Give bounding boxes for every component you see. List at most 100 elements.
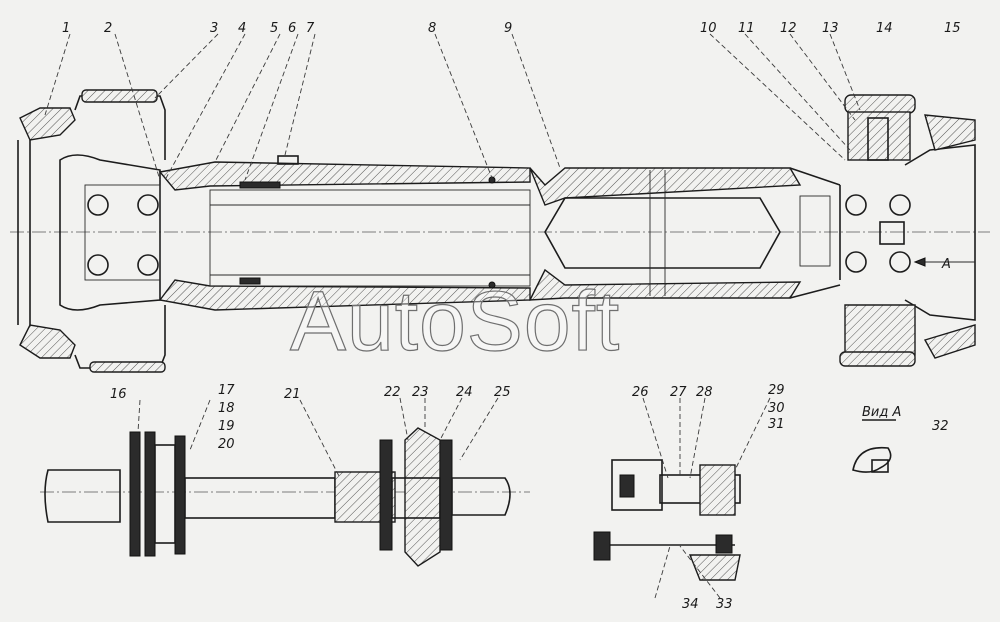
- callout-22: 22: [384, 385, 401, 400]
- callout-12: 12: [780, 21, 797, 36]
- callout-17: 17: [218, 383, 235, 398]
- callout-5: 5: [270, 21, 278, 36]
- small-yoke-right: [699, 464, 736, 516]
- lever-joint: [715, 534, 733, 554]
- sliding-sleeve: [158, 155, 531, 311]
- section-marker-label: А: [941, 257, 951, 272]
- shaft-end: [44, 469, 121, 523]
- left-cross-block: [84, 184, 161, 281]
- leader-11: [744, 33, 851, 151]
- flange-disc: [129, 431, 141, 557]
- leader-21: [299, 399, 341, 479]
- leader-7: [284, 33, 316, 156]
- callout-34: 34: [682, 597, 699, 612]
- right-bolts: [845, 194, 911, 273]
- small-cross: [619, 474, 635, 498]
- sleeve-lower-wall: [158, 279, 531, 311]
- callout-28: 28: [696, 385, 713, 400]
- leader-6: [244, 33, 299, 181]
- callout-31: 31: [768, 417, 785, 432]
- view-a-label: Вид А: [862, 405, 901, 420]
- callout-14: 14: [876, 21, 893, 36]
- shaft-tube: [528, 167, 841, 301]
- bolt: [137, 254, 159, 276]
- coupling-hub: [391, 477, 441, 519]
- leader-9: [511, 33, 561, 169]
- output-stub: [451, 477, 511, 516]
- bolt: [87, 194, 109, 216]
- bolt: [889, 251, 911, 273]
- callout-9: 9: [504, 21, 512, 36]
- left-bolts: [87, 194, 159, 276]
- leader-4: [164, 33, 246, 181]
- leader-3: [154, 33, 219, 99]
- bolt: [87, 254, 109, 276]
- callout-13: 13: [822, 21, 839, 36]
- leader-28: [689, 397, 706, 479]
- callout-24: 24: [456, 385, 473, 400]
- flange-disc: [174, 435, 186, 555]
- lever-knob: [593, 531, 611, 561]
- bolt: [889, 194, 911, 216]
- small-assemblies: [593, 459, 741, 581]
- flange-shaft-assembly: [40, 427, 530, 567]
- leader-lines: [44, 33, 861, 599]
- callout-19: 19: [218, 419, 235, 434]
- leader-29: [734, 397, 771, 471]
- callout-27: 27: [670, 385, 687, 400]
- balancing-plate: [799, 195, 831, 267]
- leader-17: [189, 399, 211, 451]
- callout-15: 15: [944, 21, 961, 36]
- leader-12: [789, 33, 856, 121]
- callout-1: 1: [62, 21, 70, 36]
- leader-8: [434, 33, 493, 179]
- flange-disc: [144, 431, 156, 557]
- right-bearing-cup-bottom: [844, 304, 916, 356]
- bolt: [845, 251, 867, 273]
- lever-bracket: [688, 554, 741, 581]
- callout-20: 20: [218, 437, 235, 452]
- callout-numbers: 1 2 3 4 5 6 7 8 9 10 11 12 13 14 15 16 1…: [62, 21, 961, 612]
- callout-16: 16: [110, 387, 127, 402]
- leader-34: [654, 545, 671, 599]
- callout-26: 26: [632, 385, 649, 400]
- grease-nipple: [277, 155, 299, 165]
- leader-33: [679, 545, 721, 599]
- callout-32: 32: [932, 419, 949, 434]
- leader-2: [114, 33, 161, 181]
- leader-13: [829, 33, 861, 111]
- callout-18: 18: [218, 401, 235, 416]
- callout-30: 30: [768, 401, 785, 416]
- left-cross-housing: [59, 154, 161, 311]
- sleeve-upper-wall: [158, 161, 531, 191]
- view-a-cap: [852, 446, 892, 473]
- callout-33: 33: [716, 597, 733, 612]
- rubber-element: [404, 427, 441, 567]
- leader-24: [439, 397, 463, 441]
- left-bearing-cap-top: [81, 89, 158, 103]
- view-a-plug: [871, 459, 889, 473]
- callout-10: 10: [700, 21, 717, 36]
- callout-29: 29: [768, 383, 785, 398]
- grease-fitting: [879, 221, 905, 245]
- right-needle-bearing: [847, 111, 911, 161]
- callout-2: 2: [104, 21, 112, 36]
- callout-4: 4: [238, 21, 246, 36]
- leader-16: [137, 399, 141, 433]
- intermediate-shaft: [184, 477, 336, 519]
- callout-25: 25: [494, 385, 511, 400]
- tube-taper: [789, 167, 841, 299]
- right-bearing-cap-bottom: [839, 351, 916, 367]
- rear-flange: [439, 439, 453, 551]
- right-yoke-lower-lug: [923, 324, 976, 359]
- cross-trunnion: [867, 117, 889, 161]
- seal-ring-top: [239, 181, 281, 189]
- left-yoke-face: [17, 140, 31, 325]
- elastic-coupling: [154, 444, 176, 544]
- callout-7: 7: [306, 21, 315, 36]
- left-yoke-lower-lug: [19, 324, 76, 359]
- callout-23: 23: [412, 385, 429, 400]
- watermark-text: AutoSoft: [290, 274, 620, 368]
